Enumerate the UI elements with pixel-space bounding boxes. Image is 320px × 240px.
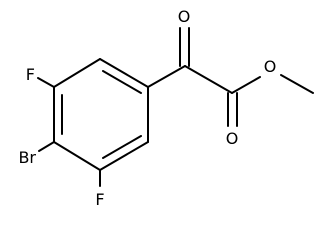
ring-bond-3-inner — [102, 135, 142, 159]
ring-bond-1 — [99, 58, 149, 88]
atom-label-ester-ether-oxygen: O — [264, 57, 277, 76]
atom-label-fluorine-top: F — [26, 65, 35, 84]
bond-c-f-top — [37, 77, 55, 88]
bond-ring-ketone — [147, 65, 186, 88]
side-chain-bonds — [147, 27, 314, 127]
bond-ester-ether-oxygen — [231, 76, 261, 94]
ring-bond-1-inner — [102, 70, 142, 94]
ring-bond-4 — [53, 141, 101, 171]
atom-labels: F Br F O O O — [18, 7, 276, 209]
substituent-bonds — [37, 77, 101, 187]
structure-diagram: F Br F O O O — [18, 7, 314, 209]
bond-c-br — [38, 141, 55, 152]
benzene-ring — [53, 58, 149, 171]
ring-bond-6 — [53, 58, 101, 88]
atom-label-ketone-oxygen: O — [178, 7, 191, 26]
bond-oxygen-methyl — [280, 74, 314, 94]
atom-label-fluorine-bottom: F — [95, 190, 104, 209]
atom-label-bromine: Br — [18, 148, 36, 167]
bond-ketone-ester — [184, 65, 233, 94]
atom-label-ester-carbonyl-oxygen: O — [226, 129, 239, 148]
ring-bond-3 — [99, 141, 149, 171]
